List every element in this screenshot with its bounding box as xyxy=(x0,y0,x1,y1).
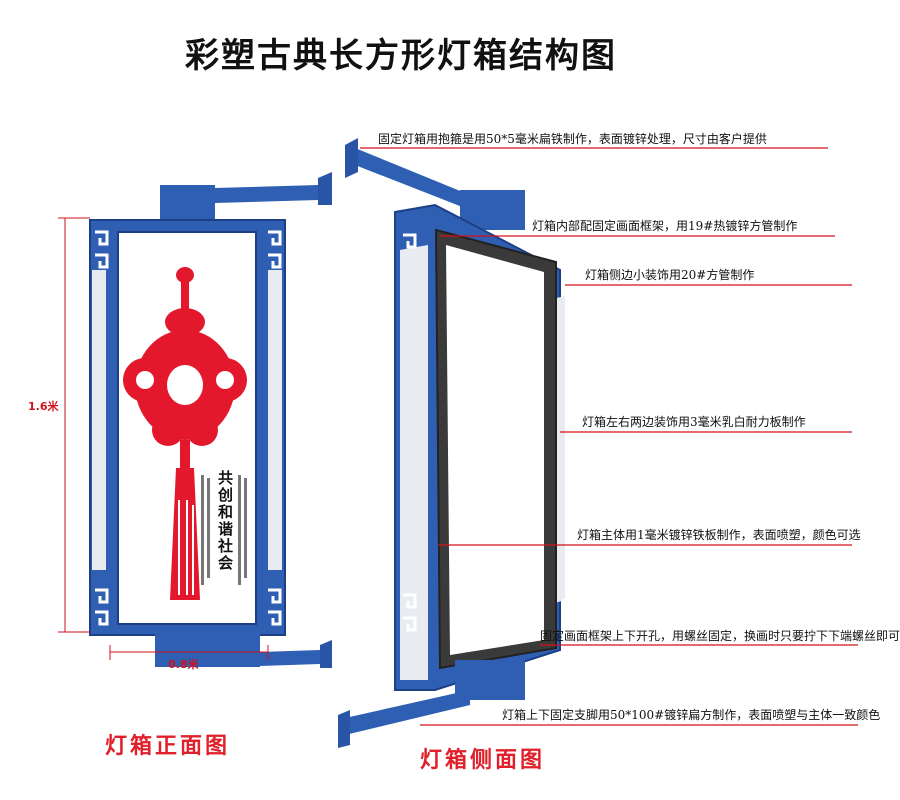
annotation-inner-frame: 灯箱内部配固定画面框架，用19#热镀锌方管制作 xyxy=(532,219,798,233)
side-view-label: 灯箱侧面图 xyxy=(420,747,546,773)
front-view-label: 灯箱正面图 xyxy=(105,733,231,759)
front-left-side-panel xyxy=(92,270,106,570)
annotation-lines xyxy=(360,147,858,726)
front-top-bracket xyxy=(160,185,215,223)
front-slogan: 共创和谐社会 xyxy=(216,470,234,572)
front-bottom-bracket xyxy=(155,632,260,667)
annotation-side-panels: 灯箱左右两边装饰用3毫米乳白耐力板制作 xyxy=(582,415,806,429)
annotation-clamp: 固定灯箱用抱箍是用50*5毫米扁铁制作，表面镀锌处理，尺寸由客户提供 xyxy=(378,132,767,146)
annotation-body-material: 灯箱主体用1毫米镀锌铁板制作，表面喷塑，颜色可选 xyxy=(577,528,861,542)
front-view xyxy=(58,172,332,668)
annotation-side-decoration: 灯箱侧边小装饰用20#方管制作 xyxy=(585,268,755,282)
side-view xyxy=(338,138,574,748)
side-top-bar xyxy=(355,148,470,210)
front-right-side-panel xyxy=(268,270,282,570)
side-left-panel xyxy=(400,245,428,680)
side-bottom-bracket xyxy=(455,660,525,700)
width-dimension-label: 0.8米 xyxy=(168,658,199,671)
front-top-bar xyxy=(215,185,318,203)
side-bottom-bar xyxy=(345,690,470,735)
annotation-frame-screws: 固定画面框架上下开孔，用螺丝固定，换画时只要拧下下端螺丝即可 xyxy=(540,629,900,643)
annotation-support-feet: 灯箱上下固定支脚用50*100#镀锌扁方制作，表面喷塑与主体一致颜色 xyxy=(502,708,881,722)
height-dimension-label: 1.6米 xyxy=(28,400,59,413)
side-top-bracket xyxy=(460,190,525,230)
diagram-title: 彩塑古典长方形灯箱结构图 xyxy=(185,36,617,76)
